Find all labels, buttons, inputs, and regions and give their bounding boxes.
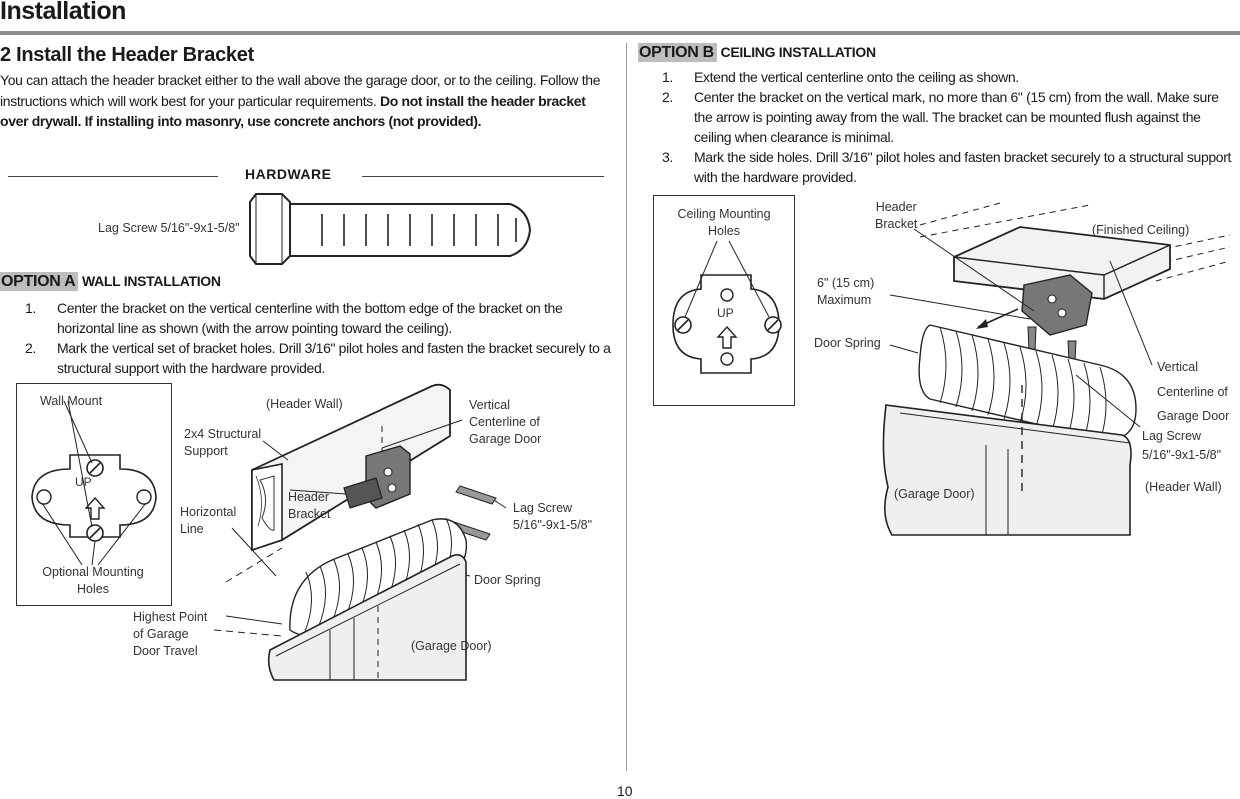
label-line: Support (184, 444, 228, 458)
title-rule (0, 31, 1240, 35)
step-number: 2. (25, 340, 36, 356)
label-line: Vertical (1157, 360, 1198, 374)
label-line: Lag Screw (1142, 429, 1202, 443)
wall-installation-illustration (213, 383, 507, 681)
section-intro: You can attach the header bracket either… (0, 70, 615, 132)
label-line: 5/16"-9x1-5/8" (513, 518, 593, 532)
label-finished-ceiling: (Finished Ceiling) (1092, 223, 1190, 237)
step-text: Mark the side holes. Drill 3/16" pilot h… (694, 149, 1232, 185)
label-line: Maximum (817, 293, 872, 307)
label-line: Door Travel (133, 644, 198, 658)
step-number: 1. (25, 300, 36, 316)
caption-line-1: Optional Mounting (42, 565, 144, 579)
ceiling-mount-up-text: UP (717, 306, 734, 320)
label-line: Lag Screw (513, 501, 573, 515)
page-title: Installation (0, 0, 126, 25)
label-6in-maximum: 6" (15 cm) Maximum (817, 275, 874, 309)
label-garage-door: (Garage Door) (411, 639, 492, 653)
step-text: Extend the vertical centerline onto the … (694, 69, 1019, 85)
label-line: Bracket (288, 507, 331, 521)
label-line: Centerline of (1157, 384, 1228, 399)
option-b-step-2: 2. Center the bracket on the vertical mar… (662, 87, 1240, 147)
label-line: of Garage (133, 627, 189, 641)
title-line-2: Holes (708, 224, 740, 238)
label-line: Garage Door (1157, 409, 1230, 423)
step-number: 1. (662, 69, 673, 85)
option-b-heading: OPTION B CEILING INSTALLATION (638, 43, 877, 62)
lag-screw-illustration (249, 193, 532, 265)
option-a-title: WALL INSTALLATION (81, 273, 221, 289)
option-b-steps: 1. Extend the vertical centerline onto th… (662, 67, 1240, 187)
option-a-step-2: 2. Mark the vertical set of bracket holes… (25, 338, 617, 378)
option-b-tag: OPTION B (638, 43, 717, 62)
label-line: Highest Point (133, 610, 208, 624)
label-line: Line (180, 522, 204, 536)
label-line: Header (875, 200, 917, 214)
label-header-wall-b: (Header Wall) (1145, 480, 1222, 494)
label-door-spring-b: Door Spring (814, 336, 881, 350)
step-text: Center the bracket on the vertical mark,… (694, 89, 1219, 145)
label-line: 5/16"-9x1-5/8" (1142, 448, 1222, 462)
step-text: Mark the vertical set of bracket holes. … (57, 340, 611, 376)
label-garage-door-b: (Garage Door) (894, 487, 975, 501)
wall-mount-up-text: UP (75, 475, 92, 489)
label-header-wall: (Header Wall) (266, 397, 343, 411)
hardware-rule-left (8, 176, 218, 177)
option-a-steps: 1. Center the bracket on the vertical cen… (25, 298, 617, 378)
label-line: Horizontal (180, 505, 237, 519)
page-number: 10 (617, 783, 633, 799)
ceiling-installation-illustration (882, 202, 1231, 536)
step-number: 3. (662, 149, 673, 165)
option-a-step-1: 1. Center the bracket on the vertical cen… (25, 298, 617, 338)
label-line: Vertical (469, 398, 510, 412)
section-title: 2 Install the Header Bracket (0, 44, 254, 66)
label-lag-screw: Lag Screw 5/16"-9x1-5/8" (513, 500, 592, 534)
label-line: Garage Door (469, 432, 542, 446)
ceiling-mount-bracket-diagram (672, 240, 782, 374)
label-lag-screw-b: Lag Screw 5/16"-9x1-5/8" (1142, 427, 1221, 465)
label-line: Bracket (875, 217, 918, 231)
label-line: 6" (15 cm) (817, 276, 875, 290)
title-line-1: Ceiling Mounting (677, 207, 771, 221)
hardware-rule-right (362, 176, 604, 177)
hardware-heading: HARDWARE (245, 166, 332, 182)
wall-mount-title: Wall Mount (40, 394, 103, 408)
intro-text: You can attach the header bracket either… (0, 72, 601, 109)
step-number: 2. (662, 89, 673, 105)
option-b-step-3: 3. Mark the side holes. Drill 3/16" pilot… (662, 147, 1240, 187)
intro-warning: Do not install the header bracket over d… (0, 92, 586, 130)
label-door-spring: Door Spring (474, 573, 541, 587)
label-line: Header (288, 490, 329, 504)
option-b-step-1: 1. Extend the vertical centerline onto th… (662, 67, 1240, 87)
caption-line-2: Holes (77, 582, 109, 596)
option-b-title: CEILING INSTALLATION (720, 44, 877, 60)
option-a-tag: OPTION A (0, 272, 79, 291)
label-line: Centerline of (469, 415, 540, 429)
hardware-lag-screw-label: Lag Screw 5/16"-9x1-5/8" (98, 221, 240, 235)
step-text: Center the bracket on the vertical cente… (57, 300, 563, 336)
option-a-heading: OPTION A WALL INSTALLATION (0, 272, 221, 291)
label-line: 2x4 Structural (184, 427, 262, 441)
wall-mount-bracket-diagram (31, 400, 157, 566)
column-divider (626, 43, 627, 771)
